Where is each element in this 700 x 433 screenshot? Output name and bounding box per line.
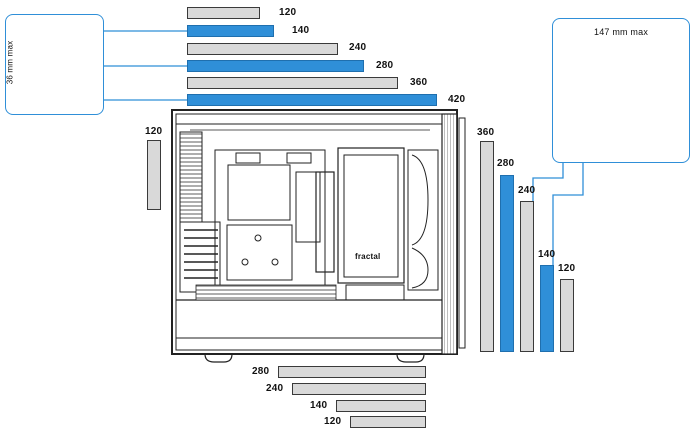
bottom-radiator-280-label: 280: [252, 366, 270, 377]
front-radiator-360-label: 360: [477, 127, 495, 138]
top-radiator-360-label: 360: [410, 77, 428, 88]
top-clearance-label: 36 mm max: [5, 40, 15, 85]
top-radiator-120-label: 120: [279, 7, 297, 18]
bottom-radiator-140-bar: [336, 400, 426, 412]
rear-radiator-120-label: 120: [145, 126, 163, 137]
computer-case: [171, 109, 466, 363]
front-radiator-240-bar: [520, 201, 534, 352]
top-radiator-120-bar: [187, 7, 260, 19]
bottom-radiator-120-bar: [350, 416, 426, 428]
top-clearance-callout: [5, 14, 104, 115]
top-radiator-360-bar: [187, 77, 398, 89]
bottom-radiator-240-label: 240: [266, 383, 284, 394]
top-radiator-420-label: 420: [448, 94, 466, 105]
front-radiator-280-bar: [500, 175, 514, 352]
bottom-radiator-240-bar: [292, 383, 426, 395]
front-radiator-120-label: 120: [558, 263, 576, 274]
top-radiator-240-bar: [187, 43, 338, 55]
top-radiator-420-bar: [187, 94, 437, 106]
front-thickness-label: 147 mm max: [594, 27, 649, 37]
case-logo: fractal: [355, 252, 381, 261]
rear-radiator-120-bar: [147, 140, 161, 210]
front-radiator-140-label: 140: [538, 249, 556, 260]
top-radiator-140-label: 140: [292, 25, 310, 36]
bottom-radiator-280-bar: [278, 366, 426, 378]
top-radiator-140-bar: [187, 25, 274, 37]
top-radiator-280-label: 280: [376, 60, 394, 71]
top-radiator-240-label: 240: [349, 42, 367, 53]
front-radiator-240-label: 240: [518, 185, 536, 196]
front-radiator-360-bar: [480, 141, 494, 352]
front-thickness-callout: [552, 18, 690, 163]
front-radiator-280-label: 280: [497, 158, 515, 169]
bottom-radiator-140-label: 140: [310, 400, 328, 411]
front-radiator-120-bar: [560, 279, 574, 352]
connector-lines: [104, 30, 584, 265]
bottom-radiator-120-label: 120: [324, 416, 342, 427]
top-radiator-280-bar: [187, 60, 364, 72]
front-radiator-140-bar: [540, 265, 554, 352]
